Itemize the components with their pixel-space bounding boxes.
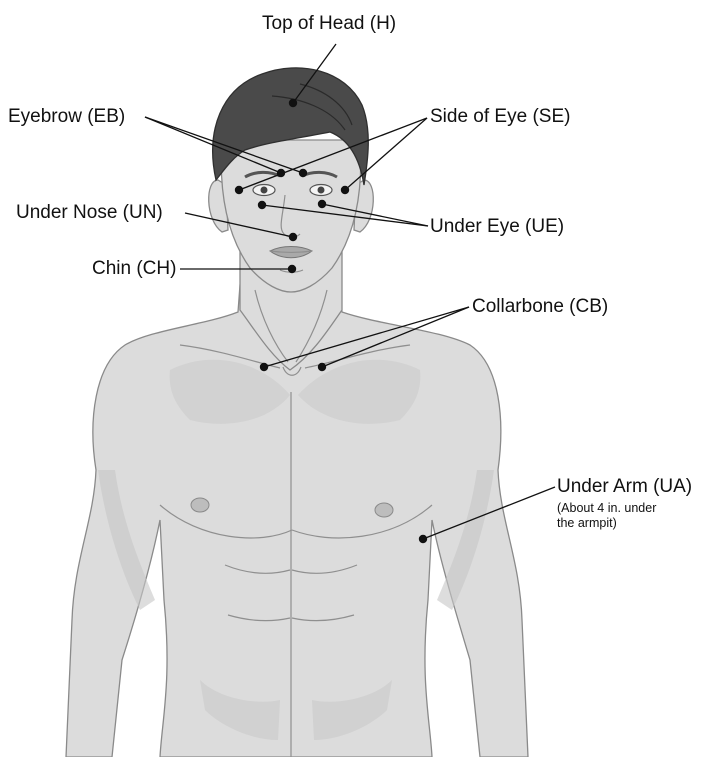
point-eyebrow-right [299, 169, 307, 177]
label-chin: Chin (CH) [92, 258, 176, 280]
point-side-of-eye-right [341, 186, 349, 194]
under-arm-note-line2: the armpit) [557, 516, 617, 531]
label-under-eye: Under Eye (UE) [430, 216, 564, 238]
label-side-of-eye: Side of Eye (SE) [430, 106, 570, 128]
label-eyebrow: Eyebrow (EB) [8, 106, 125, 128]
point-collarbone-right [318, 363, 326, 371]
point-under-eye-right [318, 200, 326, 208]
point-under-eye-left [258, 201, 266, 209]
point-chin [288, 265, 296, 273]
point-side-of-eye-left [235, 186, 243, 194]
point-collarbone-left [260, 363, 268, 371]
point-eyebrow-left [277, 169, 285, 177]
under-arm-note-line1: (About 4 in. under [557, 501, 656, 516]
point-under-arm [419, 535, 427, 543]
label-top-of-head: Top of Head (H) [262, 13, 396, 35]
point-top-of-head [289, 99, 297, 107]
label-collarbone: Collarbone (CB) [472, 296, 608, 318]
label-under-arm: Under Arm (UA) [557, 476, 692, 498]
label-under-nose: Under Nose (UN) [16, 202, 163, 224]
point-under-nose [289, 233, 297, 241]
